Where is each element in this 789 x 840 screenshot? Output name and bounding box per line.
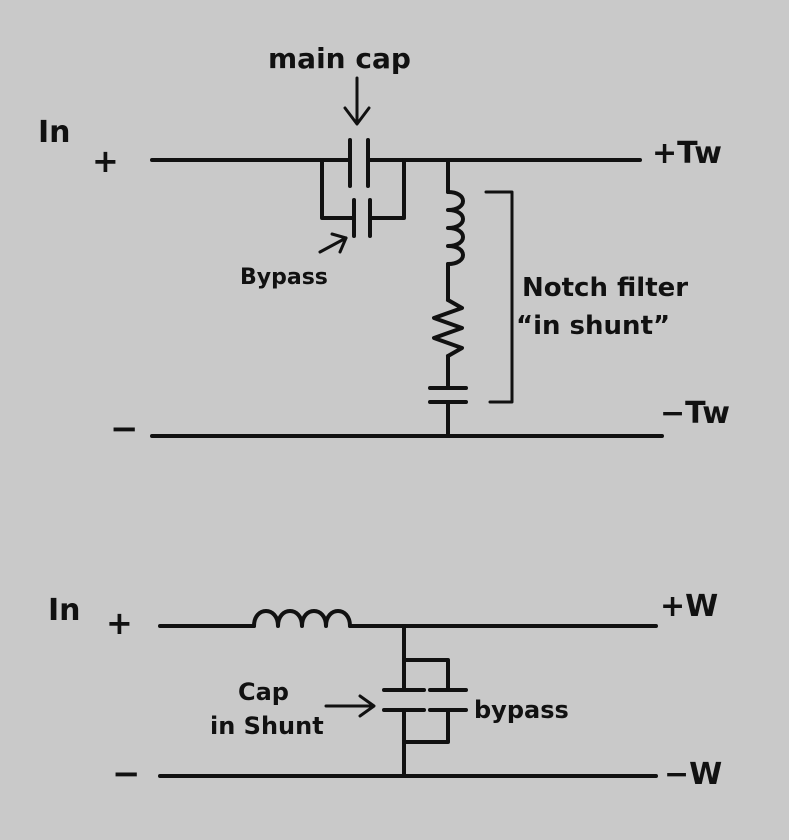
bottom-minus-in: − (112, 754, 141, 794)
shunt-capacitor-branch (382, 624, 468, 778)
bypass-label-top: Bypass (240, 265, 328, 290)
out-minus-w: −W (664, 757, 722, 792)
out-minus-tw: −Tw (660, 396, 730, 431)
main-cap-label: main cap (268, 42, 411, 75)
main-capacitor (348, 138, 370, 188)
shunt-capacitor (382, 688, 426, 712)
top-minus-in: − (110, 409, 139, 449)
series-inductor (252, 609, 352, 628)
bottom-positive-rail (158, 609, 658, 628)
cap-shunt-label-line2: in Shunt (210, 712, 324, 740)
bottom-plus-in: + (106, 604, 133, 642)
main-cap-arrow (343, 76, 371, 126)
notch-label-line1: Notch filter (522, 273, 688, 303)
bypass-label-bottom: bypass (474, 696, 569, 724)
top-in-label: In (38, 115, 71, 150)
bottom-in-label: In (48, 593, 81, 628)
notch-label-line2: “in shunt” (516, 311, 670, 341)
out-plus-w: +W (660, 589, 718, 624)
top-circuit: In + − main cap Bypass Notch filter “in … (38, 42, 730, 449)
notch-filter-branch (428, 158, 468, 438)
top-plus-in: + (92, 142, 119, 180)
notch-resistor (432, 298, 464, 358)
notch-capacitor (428, 386, 468, 404)
cap-shunt-label-line1: Cap (238, 678, 289, 706)
cap-shunt-arrow (324, 694, 376, 718)
out-plus-tw: +Tw (652, 136, 722, 171)
bypass-capacitor (320, 158, 406, 238)
notch-bracket (484, 190, 514, 404)
shunt-bypass-capacitor (428, 688, 468, 712)
bottom-circuit: In + − Cap in Shunt bypass +W −W (48, 589, 722, 794)
bypass-arrow (318, 232, 348, 254)
notch-inductor (446, 190, 465, 266)
